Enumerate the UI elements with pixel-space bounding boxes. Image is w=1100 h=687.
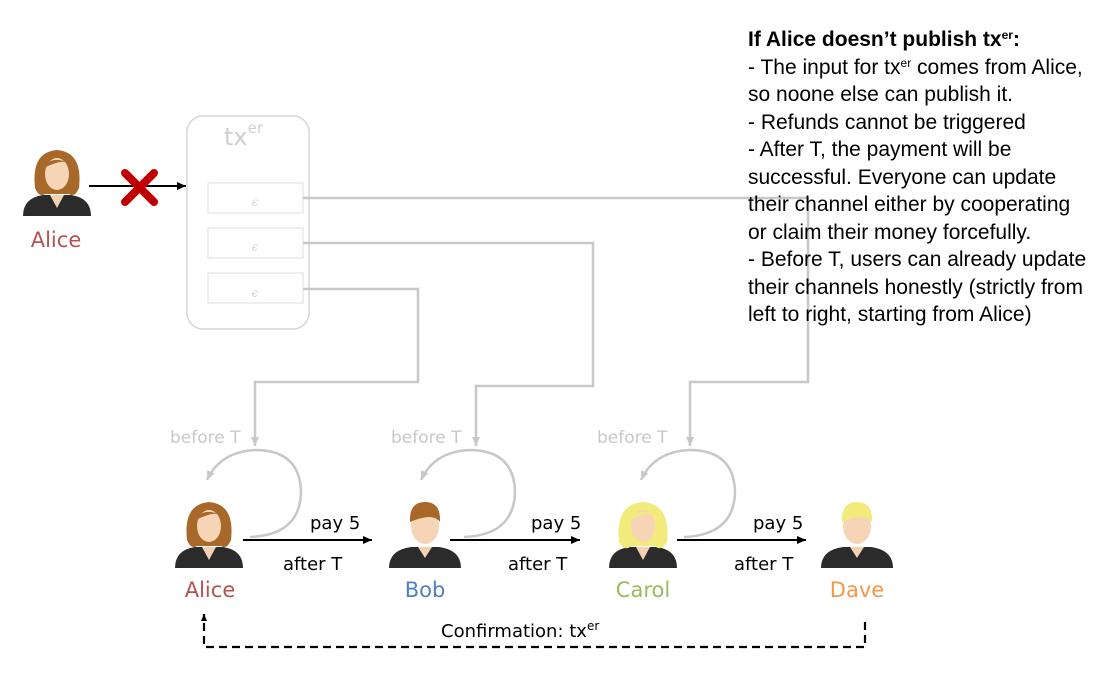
- alice-label: Alice: [185, 578, 236, 602]
- left-alice-avatar: [23, 150, 91, 216]
- carol-avatar: [609, 502, 677, 568]
- self-loop-carol: [639, 448, 737, 539]
- after-t-label-2: after T: [508, 554, 568, 575]
- tx-output-slot-1: [207, 182, 304, 214]
- before-t-label-bob: before T: [391, 428, 462, 448]
- dave-label: Dave: [830, 578, 884, 602]
- note-line-after-t: - After T, the payment will be successfu…: [748, 138, 1071, 244]
- route-line-carol: [303, 196, 810, 446]
- pay-label-3: pay 5: [753, 513, 803, 534]
- route-line-alice: [251, 287, 420, 446]
- note-title: If Alice doesn’t publish txer:: [748, 28, 1020, 51]
- pay-label-2: pay 5: [531, 513, 581, 534]
- after-t-label-1: after T: [283, 554, 343, 575]
- confirmation-label: Confirmation: txer: [441, 619, 599, 642]
- tx-output-epsilon-3: ϵ: [252, 286, 259, 300]
- explanation-note: If Alice doesn’t publish txer: - The inp…: [748, 26, 1093, 329]
- dave-avatar: [821, 502, 893, 568]
- carol-label: Carol: [616, 578, 670, 602]
- bob-avatar: [389, 502, 461, 568]
- note-line-before-t: - Before T, users can already update the…: [748, 248, 1087, 326]
- tx-output-epsilon-2: ϵ: [252, 240, 259, 254]
- pay-label-1: pay 5: [310, 513, 360, 534]
- left-alice-label: Alice: [31, 228, 82, 252]
- route-line-bob: [303, 241, 595, 446]
- note-line-input: - The input for txer comes from Alice, s…: [748, 55, 1083, 107]
- self-loop-bob: [419, 448, 517, 539]
- note-line-refunds: - Refunds cannot be triggered: [748, 110, 1026, 134]
- before-t-label-carol: before T: [597, 428, 668, 448]
- alice-avatar: [175, 502, 243, 568]
- tx-output-epsilon-1: ϵ: [252, 195, 259, 209]
- tx-er-title: txer: [224, 119, 264, 151]
- bob-label: Bob: [405, 578, 446, 602]
- self-loop-alice: [205, 448, 303, 539]
- before-t-label-alice: before T: [170, 428, 241, 448]
- after-t-label-3: after T: [734, 554, 794, 575]
- confirmation-dashed-arrow: [201, 614, 867, 649]
- cross-icon: [121, 169, 158, 206]
